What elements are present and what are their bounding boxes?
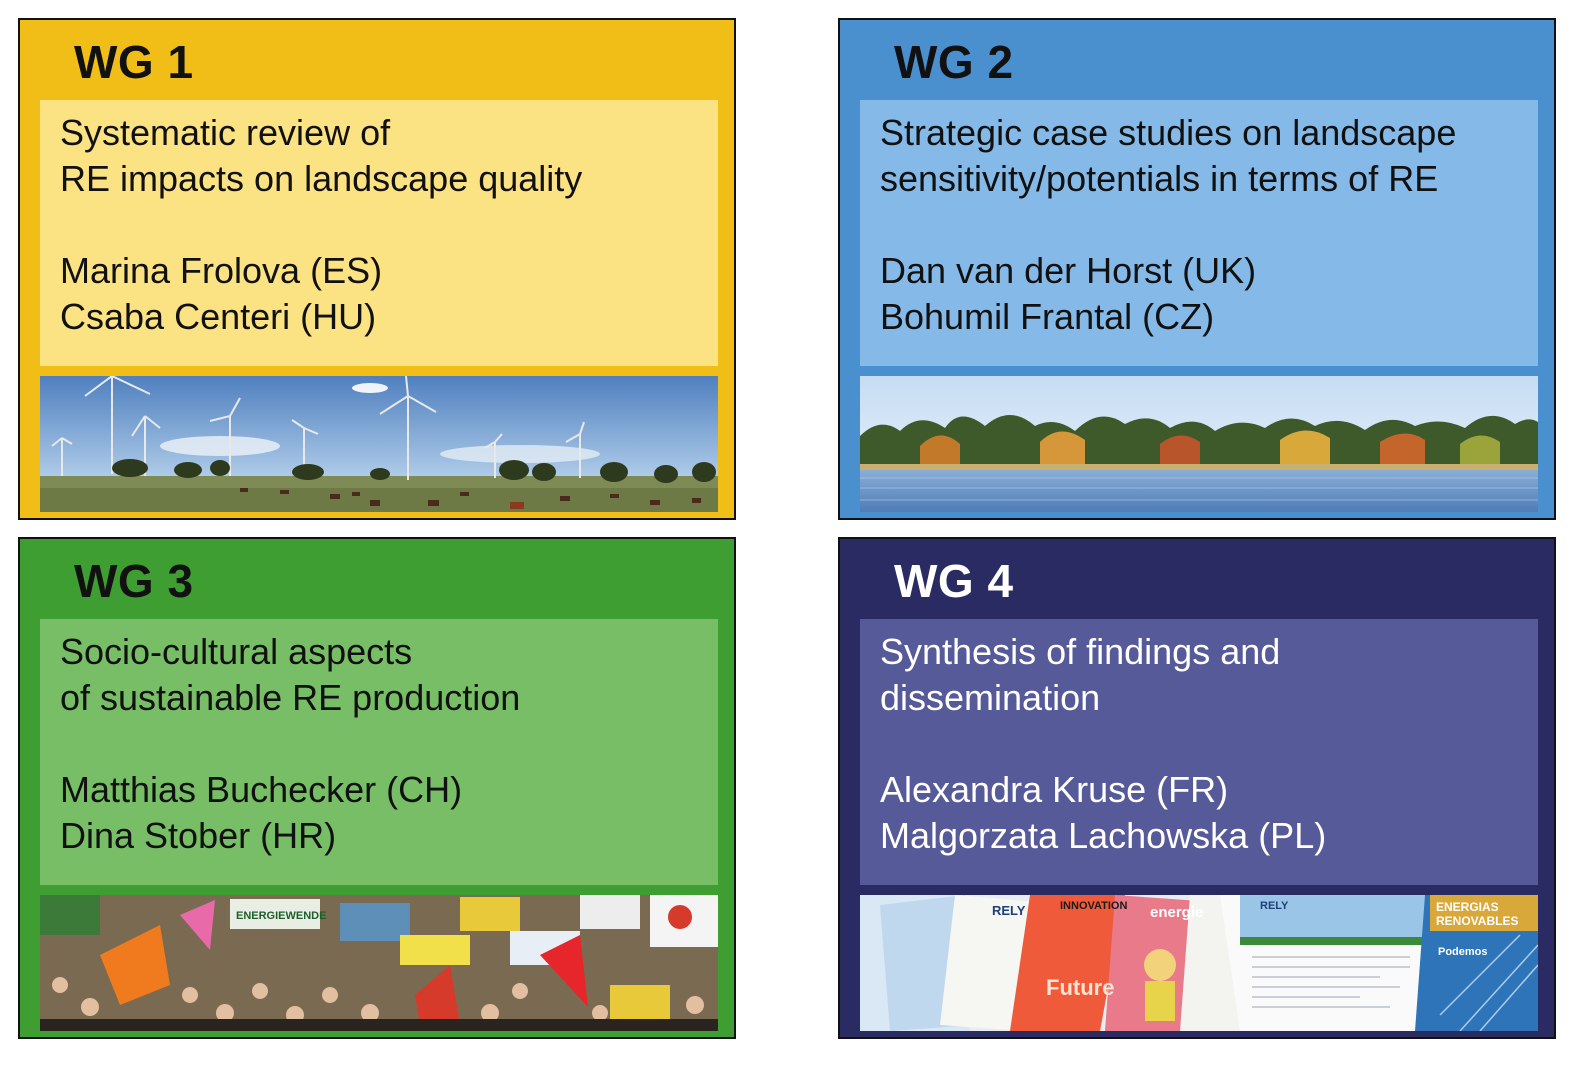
- energy-protest-crowd-photo: ENERGIEWENDE: [40, 895, 718, 1031]
- collage-podemos-text: Podemos: [1438, 946, 1488, 958]
- collage-future-text: Future: [1046, 975, 1114, 1000]
- publications-collage-photo: RELY INNOVATION energie Future RELY ENER…: [860, 895, 1538, 1031]
- wg4-box: WG 4 Synthesis of findings and dissemina…: [838, 537, 1556, 1039]
- wg2-topic-line-2: sensitivity/potentials in terms of RE: [880, 158, 1439, 199]
- wg2-leader-1: Dan van der Horst (UK): [880, 250, 1257, 291]
- svg-text:RELY: RELY: [1260, 900, 1289, 912]
- collage-innovation-text: INNOVATION: [1060, 900, 1127, 912]
- wg1-topic-line-1: Systematic review of: [60, 112, 391, 153]
- collage-energias-text: ENERGIAS: [1436, 900, 1499, 914]
- solar-field-forest-photo: [860, 376, 1538, 512]
- wg2-topic-line-1: Strategic case studies on landscape: [880, 112, 1457, 153]
- wg4-topic-line-2: dissemination: [880, 677, 1101, 718]
- wg3-title: WG 3: [74, 555, 194, 607]
- wg4-panel: Synthesis of findings and dissemination …: [860, 619, 1538, 885]
- wg3-leader-1: Matthias Buchecker (CH): [60, 769, 463, 810]
- collage-energie-text: energie: [1150, 904, 1203, 921]
- wg1-title: WG 1: [74, 36, 194, 88]
- wg1-box: WG 1 Systematic review of RE impacts on …: [18, 18, 736, 520]
- wg4-topic-line-1: Synthesis of findings and: [880, 631, 1281, 672]
- wg3-box: WG 3 Socio-cultural aspects of sustainab…: [18, 537, 736, 1039]
- collage-renovables-text: RENOVABLES: [1436, 914, 1518, 928]
- wg2-leader-2: Bohumil Frantal (CZ): [880, 296, 1215, 337]
- wg4-title: WG 4: [894, 555, 1014, 607]
- wg2-box: WG 2 Strategic case studies on landscape…: [838, 18, 1556, 520]
- wg3-topic-line-1: Socio-cultural aspects: [60, 631, 413, 672]
- wg1-leader-1: Marina Frolova (ES): [60, 250, 383, 291]
- collage-brand-text: RELY: [992, 903, 1026, 918]
- wg1-panel: Systematic review of RE impacts on lands…: [40, 100, 718, 366]
- wg4-leader-2: Malgorzata Lachowska (PL): [880, 815, 1327, 856]
- wg3-panel: Socio-cultural aspects of sustainable RE…: [40, 619, 718, 885]
- wg1-leader-2: Csaba Centeri (HU): [60, 296, 377, 337]
- wg4-leader-1: Alexandra Kruse (FR): [880, 769, 1229, 810]
- wg3-topic-line-2: of sustainable RE production: [60, 677, 521, 718]
- wg2-panel: Strategic case studies on landscape sens…: [860, 100, 1538, 366]
- wind-farm-pasture-photo: [40, 376, 718, 512]
- wg3-leader-2: Dina Stober (HR): [60, 815, 337, 856]
- wg1-topic-line-2: RE impacts on landscape quality: [60, 158, 583, 199]
- svg-text:ENERGIEWENDE: ENERGIEWENDE: [236, 910, 326, 922]
- wg2-title: WG 2: [894, 36, 1014, 88]
